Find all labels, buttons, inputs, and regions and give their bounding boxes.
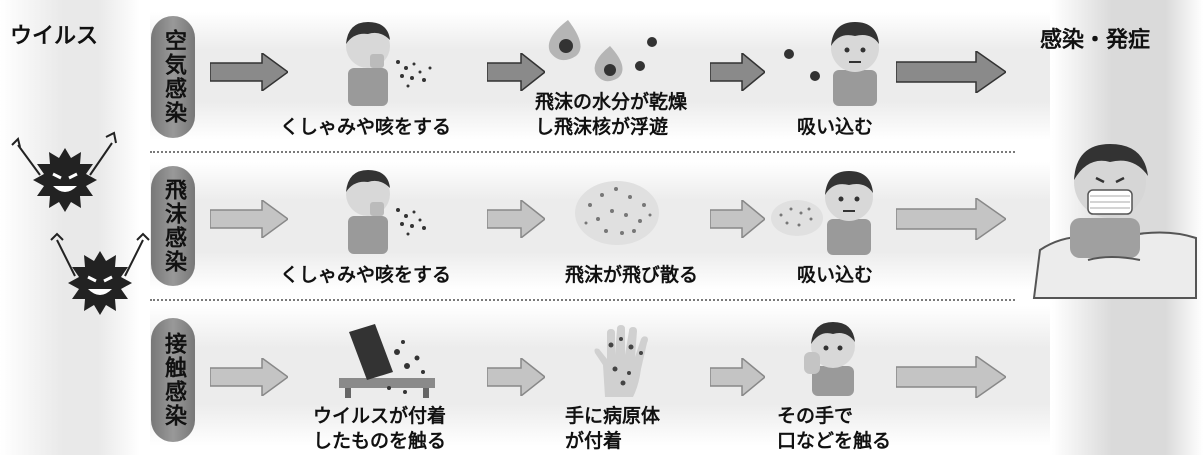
row-label-droplet: 飛沫感染 xyxy=(151,166,195,286)
arrow-icon xyxy=(710,358,765,396)
touching-mouth-person-icon xyxy=(804,322,855,396)
virus-title: ウイルス xyxy=(10,24,99,49)
row-label-text: 接触感染 xyxy=(161,332,186,428)
row-label-contact: 接触感染 xyxy=(151,318,195,442)
sneezing-boy-icon xyxy=(346,170,426,254)
step-caption: くしゃみや咳をする xyxy=(280,116,452,138)
inhaling-boy-icon xyxy=(771,171,873,255)
row-label-text: 飛沫感染 xyxy=(161,178,186,274)
step-caption: その手で 口などを触る xyxy=(777,405,892,452)
arrow-icon xyxy=(210,200,288,238)
step-caption: 飛沫が飛び散る xyxy=(565,264,699,286)
step-caption: 飛沫の水分が乾燥 し飛沫核が浮遊 xyxy=(535,91,688,138)
arrow-icon xyxy=(710,53,765,91)
arrow-icon xyxy=(896,51,1006,93)
inhaling-boy-icon xyxy=(784,22,879,106)
arrow-icon xyxy=(487,200,545,238)
step-caption: 吸い込む xyxy=(797,116,874,138)
step-caption: くしゃみや咳をする xyxy=(280,264,452,286)
germ-hand-icon xyxy=(594,325,648,397)
drying-droplet-icon xyxy=(548,20,657,82)
droplet-cloud-icon xyxy=(575,181,659,245)
step-caption: 手に病原体 が付着 xyxy=(565,405,661,452)
arrow-icon xyxy=(710,200,765,238)
arrow-icon xyxy=(896,198,1006,240)
virus-column xyxy=(0,0,140,455)
sneezing-boy-icon xyxy=(346,22,432,106)
virus-icon xyxy=(11,131,117,212)
step-caption: 吸い込む xyxy=(797,264,874,286)
row-label-text: 空気感染 xyxy=(161,29,186,125)
sick-boy-in-bed-icon xyxy=(1032,144,1197,299)
arrow-icon xyxy=(896,356,1006,398)
arrow-icon xyxy=(210,53,288,91)
arrow-icon xyxy=(487,358,545,396)
onset-title: 感染・発症 xyxy=(1040,28,1151,53)
row-divider xyxy=(150,299,1015,301)
arrow-icon xyxy=(210,358,288,396)
arrow-icon xyxy=(487,53,545,91)
row-label-airborne: 空気感染 xyxy=(151,16,195,138)
contaminated-object-icon xyxy=(339,324,435,398)
step-caption: ウイルスが付着 したものを触る xyxy=(313,405,447,452)
row-divider xyxy=(150,151,1015,153)
virus-icon xyxy=(50,232,150,315)
